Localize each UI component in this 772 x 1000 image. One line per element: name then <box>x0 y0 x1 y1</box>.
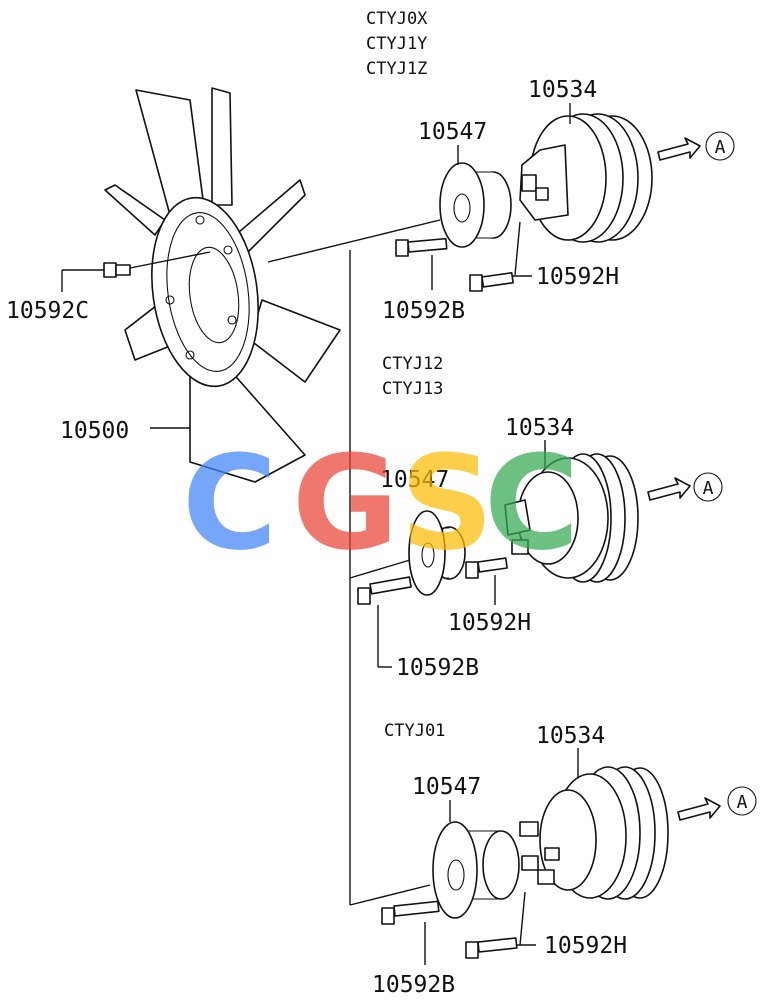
crank-pulley[interactable] <box>519 113 653 243</box>
fan-part-label: 10500 <box>60 418 129 444</box>
fan-bolt-label: 10592C <box>6 298 89 324</box>
pulley-bolt-label: 10592H <box>544 933 627 959</box>
fan-bolt[interactable] <box>103 251 211 278</box>
pulley-label: 10534 <box>528 77 597 103</box>
connector-line <box>349 884 431 906</box>
engine-code: CTYJ0X <box>366 9 428 29</box>
reference-arrow[interactable]: A <box>677 786 757 821</box>
pulley-bolt[interactable] <box>469 272 514 292</box>
hub-label: 10547 <box>418 119 487 145</box>
watermark-letter: G <box>292 427 399 579</box>
pulley-hub[interactable] <box>432 821 520 919</box>
hub-bolt-label: 10592B <box>372 972 455 998</box>
watermark-letter: S <box>400 427 494 579</box>
engine-code: CTYJ01 <box>384 721 445 741</box>
crank-pulley[interactable] <box>504 453 639 583</box>
pulley-bolt[interactable] <box>465 557 508 579</box>
crank-pulley[interactable] <box>519 766 669 900</box>
hub-bolt[interactable] <box>395 237 448 257</box>
engine-code: CTYJ13 <box>382 379 443 399</box>
watermark-letter: C <box>182 427 277 579</box>
reference-marker: A <box>703 478 714 499</box>
hub-bolt[interactable] <box>381 900 440 925</box>
watermark-logo: C G S C <box>182 427 579 579</box>
reference-marker: A <box>715 137 726 158</box>
reference-arrow[interactable]: A <box>657 131 735 161</box>
hub-label: 10547 <box>412 774 481 800</box>
pulley-bolt-label: 10592H <box>536 264 619 290</box>
engine-code: CTYJ1Y <box>366 34 427 54</box>
engine-code: CTYJ12 <box>382 354 443 374</box>
hub-bolt-label: 10592B <box>396 655 479 681</box>
pulley-hub[interactable] <box>408 510 466 596</box>
group-1: CTYJ0X CTYJ1Y CTYJ1Z 10534 10547 <box>366 9 735 324</box>
connector-line <box>267 219 441 263</box>
pulley-hub[interactable] <box>439 162 512 248</box>
cooling-fan[interactable] <box>104 87 341 483</box>
pulley-label: 10534 <box>536 723 605 749</box>
hub-bolt-label: 10592B <box>382 298 465 324</box>
engine-code: CTYJ1Z <box>366 59 427 79</box>
reference-marker: A <box>737 792 748 813</box>
pulley-bolt-label: 10592H <box>448 610 531 636</box>
group-3: CTYJ01 10534 10547 10 <box>372 721 757 998</box>
group-2: CTYJ12 CTYJ13 10534 10547 10592 <box>357 354 723 681</box>
pulley-label: 10534 <box>505 415 574 441</box>
hub-bolt[interactable] <box>357 576 412 605</box>
reference-arrow[interactable]: A <box>647 472 723 502</box>
connector-line <box>349 559 411 579</box>
pulley-bolt[interactable] <box>465 937 518 959</box>
hub-label: 10547 <box>380 467 449 493</box>
watermark-letter: C <box>484 427 579 579</box>
